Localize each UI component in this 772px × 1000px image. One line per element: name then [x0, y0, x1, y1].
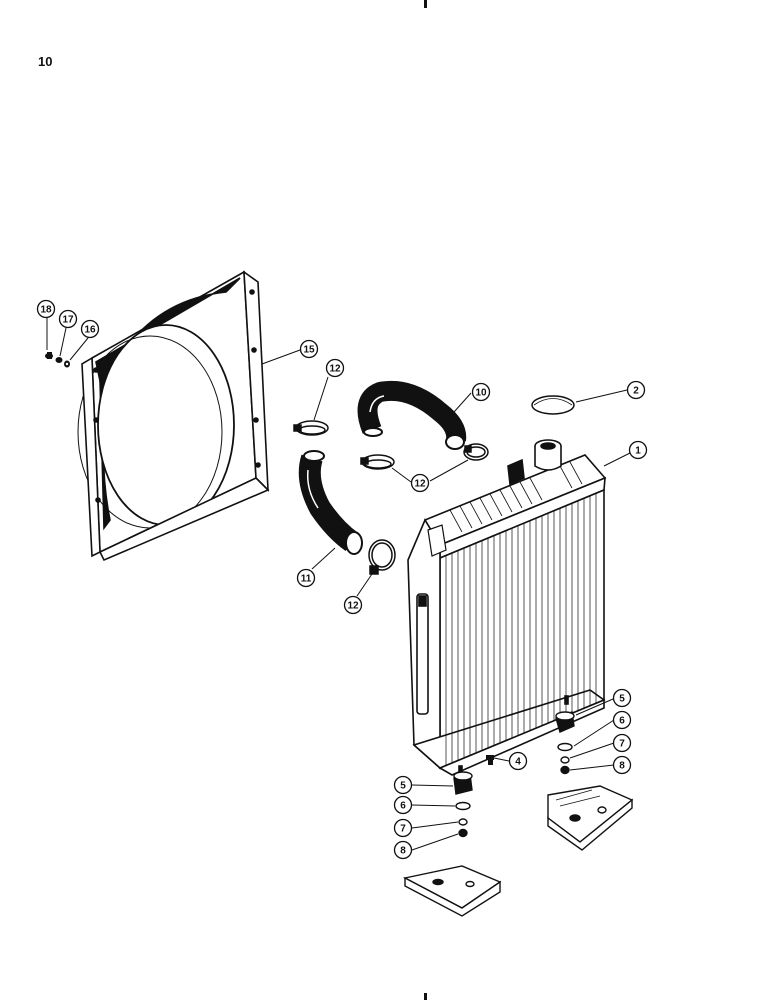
radiator-corner-plate [427, 524, 447, 557]
hose-clamp-upper-left [293, 420, 329, 436]
callout-7-left: 7 [393, 818, 413, 838]
callout-10: 10 [471, 382, 491, 402]
drain-cock [486, 755, 494, 765]
fan-shroud [77, 270, 270, 562]
callout-5-right: 5 [612, 688, 632, 708]
mount-bracket-right [547, 785, 634, 851]
callout-6-right: 6 [612, 710, 632, 730]
page-mark-bottom [424, 993, 427, 1000]
callout-11: 11 [296, 568, 316, 588]
callout-12-top-label: 12 [329, 364, 341, 375]
radiator-core-fins [445, 493, 597, 766]
callout-8-right-label: 8 [619, 761, 625, 772]
callout-6-left-label: 6 [400, 801, 406, 812]
page-mark-top [424, 0, 427, 8]
callout-1-label: 1 [635, 446, 641, 457]
mount-hardware-left [453, 771, 473, 838]
callout-12-middle: 12 [410, 473, 430, 493]
callout-4: 4 [508, 751, 528, 771]
radiator-top-ribs [449, 461, 583, 533]
callout-1: 1 [628, 440, 648, 460]
callout-6-left: 6 [393, 795, 413, 815]
radiator-cap [531, 395, 575, 415]
callout-7-right-label: 7 [619, 739, 625, 750]
callout-12-lower: 12 [343, 595, 363, 615]
leader-lines [46, 318, 631, 851]
callout-15: 15 [299, 339, 319, 359]
callout-18: 17 [58, 309, 78, 329]
callout-2-label: 2 [633, 386, 639, 397]
callout-17-label: 16 [84, 325, 96, 336]
callout-12-top: 12 [325, 358, 345, 378]
upper-radiator-hose [357, 380, 467, 450]
page-number: 10 [38, 54, 53, 69]
callout-18-label: 17 [62, 315, 74, 326]
callout-8-right: 8 [612, 755, 632, 775]
hose-clamp-lower [368, 539, 396, 575]
callout-16-label: 18 [40, 305, 52, 316]
mount-hardware-right [555, 711, 575, 775]
callout-10-label: 10 [475, 388, 487, 399]
callout-8-left-label: 8 [400, 846, 406, 857]
radiator [407, 439, 607, 776]
hose-clamp-upper-right [463, 443, 489, 461]
callout-4-label: 4 [515, 757, 521, 768]
callout-17: 16 [80, 319, 100, 339]
mount-bracket-left [402, 865, 502, 917]
lower-radiator-hose [298, 450, 363, 555]
callout-12-middle-label: 12 [414, 479, 426, 490]
callout-6-right-label: 6 [619, 716, 625, 727]
hose-clamp-middle [360, 454, 395, 470]
callout-7-left-label: 7 [400, 824, 406, 835]
callout-8-left: 8 [393, 840, 413, 860]
bolt-washer-set [45, 352, 70, 368]
callout-5-left-label: 5 [400, 781, 406, 792]
callout-15-label: 15 [303, 345, 315, 356]
callout-5-left: 5 [393, 775, 413, 795]
callout-5-right-label: 5 [619, 694, 625, 705]
callout-12-lower-label: 12 [347, 601, 359, 612]
callout-16: 18 [36, 299, 56, 319]
callout-11-label: 11 [301, 574, 312, 585]
callout-7-right: 7 [612, 733, 632, 753]
callout-2: 2 [626, 380, 646, 400]
